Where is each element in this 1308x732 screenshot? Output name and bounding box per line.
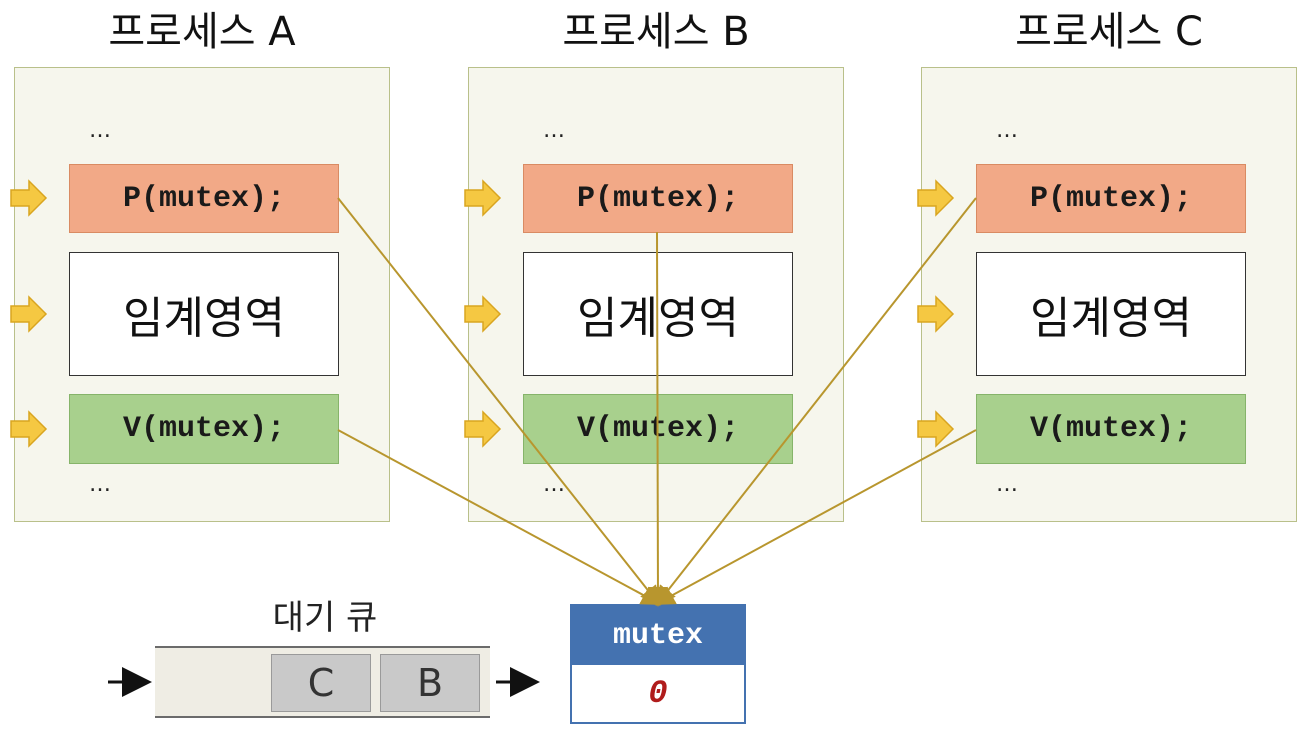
mutex-variable: mutex 0 bbox=[570, 604, 746, 724]
ellipsis-top: … bbox=[543, 118, 565, 143]
mutex-name: mutex bbox=[572, 606, 744, 665]
pointer-arrow-icon bbox=[464, 295, 502, 333]
process-title: 프로세스 A bbox=[108, 9, 296, 55]
ellipsis-bottom: … bbox=[89, 472, 111, 497]
pointer-arrow-icon bbox=[10, 410, 48, 448]
pointer-arrow-icon bbox=[10, 295, 48, 333]
pointer-arrow-icon bbox=[917, 295, 955, 333]
v-operation: V(mutex); bbox=[523, 394, 793, 464]
queue-item: B bbox=[380, 654, 480, 712]
pointer-arrow-icon bbox=[917, 179, 955, 217]
pointer-arrow-icon bbox=[10, 179, 48, 217]
process-title: 프로세스 C bbox=[1015, 9, 1203, 55]
pointer-arrow-icon bbox=[917, 410, 955, 448]
pointer-arrow-icon bbox=[464, 410, 502, 448]
wait-queue-label: 대기 큐 bbox=[272, 598, 378, 638]
v-operation: V(mutex); bbox=[69, 394, 339, 464]
process-title: 프로세스 B bbox=[562, 9, 750, 55]
v-operation: V(mutex); bbox=[976, 394, 1246, 464]
process-box: … P(mutex); 임계영역 V(mutex); … bbox=[10, 67, 390, 522]
critical-section: 임계영역 bbox=[69, 252, 339, 376]
ellipsis-top: … bbox=[89, 118, 111, 143]
critical-section: 임계영역 bbox=[523, 252, 793, 376]
p-operation: P(mutex); bbox=[976, 164, 1246, 233]
process-box: … P(mutex); 임계영역 V(mutex); … bbox=[464, 67, 844, 522]
queue-item: C bbox=[271, 654, 371, 712]
p-operation: P(mutex); bbox=[69, 164, 339, 233]
wait-queue: C B bbox=[155, 646, 490, 718]
ellipsis-bottom: … bbox=[996, 472, 1018, 497]
pointer-arrow-icon bbox=[464, 179, 502, 217]
mutex-value: 0 bbox=[648, 675, 668, 712]
process-box: … P(mutex); 임계영역 V(mutex); … bbox=[917, 67, 1297, 522]
ellipsis-top: … bbox=[996, 118, 1018, 143]
ellipsis-bottom: … bbox=[543, 472, 565, 497]
p-operation: P(mutex); bbox=[523, 164, 793, 233]
critical-section: 임계영역 bbox=[976, 252, 1246, 376]
